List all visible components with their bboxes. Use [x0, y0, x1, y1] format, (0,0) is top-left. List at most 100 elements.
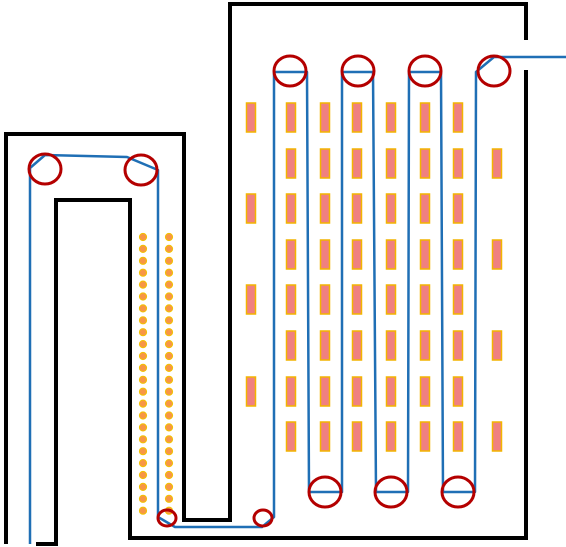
spray-nozzle-icon [164, 494, 174, 503]
spray-nozzle-icon [138, 423, 148, 432]
spray-nozzle-icon [164, 470, 174, 480]
heater-element-icon [319, 284, 331, 315]
spray-nozzle-icon [164, 411, 174, 420]
heater-element-icon [319, 239, 331, 270]
heater-element-icon [491, 421, 503, 452]
spray-nozzle-icon [138, 387, 148, 396]
heater-element-icon [452, 148, 464, 179]
heater-element-icon [351, 330, 363, 361]
spray-nozzle-icon [164, 363, 174, 372]
heater-element-icon [419, 148, 431, 179]
roller-icon [307, 475, 343, 509]
heater-element-icon [385, 421, 397, 452]
roller-icon [340, 54, 376, 88]
spray-nozzle-icon [164, 447, 174, 456]
heater-element-icon [351, 284, 363, 315]
spray-nozzle-icon [164, 292, 174, 301]
spray-nozzle-icon [138, 328, 148, 337]
heater-element-icon [319, 376, 331, 407]
heater-element-icon [245, 376, 257, 407]
heater-element-icon [285, 421, 297, 452]
heater-element-icon [419, 193, 431, 224]
heater-element-icon [385, 330, 397, 361]
heater-element-icon [452, 330, 464, 361]
heater-element-icon [452, 193, 464, 224]
spray-nozzle-icon [164, 328, 174, 337]
spray-nozzle-icon [164, 280, 174, 289]
spray-nozzle-icon [138, 280, 148, 289]
heater-element-icon [285, 330, 297, 361]
heater-element-icon [285, 239, 297, 270]
heater-element-icon [385, 376, 397, 407]
spray-nozzle-icon [164, 375, 174, 384]
spray-nozzle-icon [138, 470, 148, 480]
heater-element-icon [285, 193, 297, 224]
spray-nozzle-icon [164, 316, 174, 325]
spray-nozzle-icon [138, 268, 148, 277]
spray-nozzle-icon [138, 411, 148, 420]
heater-element-icon [419, 239, 431, 270]
heater-element-icon [351, 193, 363, 224]
heater-element-icon [245, 102, 257, 133]
heater-element-icon [491, 330, 503, 361]
spray-nozzle-icon [138, 292, 148, 301]
roller-icon [476, 54, 512, 88]
heater-element-icon [419, 376, 431, 407]
spray-nozzle-icon [138, 316, 148, 325]
roller-icon [252, 508, 274, 528]
spray-nozzle-icon [164, 482, 174, 491]
spray-nozzle-icon [138, 459, 148, 468]
heater-element-icon [385, 148, 397, 179]
heater-element-icon [245, 193, 257, 224]
spray-nozzle-icon [138, 351, 148, 361]
heater-element-icon [452, 239, 464, 270]
spray-nozzle-icon [164, 435, 174, 444]
spray-nozzle-icon [138, 363, 148, 372]
spray-nozzle-icon [138, 399, 148, 408]
heater-element-icon [245, 284, 257, 315]
heater-element-icon [452, 376, 464, 407]
roller-icon [27, 152, 63, 186]
spray-nozzle-icon [138, 506, 148, 515]
furnace-walls [4, 2, 528, 546]
spray-nozzle-icon [164, 244, 174, 253]
heater-element-icon [491, 148, 503, 179]
spray-nozzle-icon [138, 244, 148, 253]
spray-nozzle-icon [164, 459, 174, 468]
spray-nozzle-icon [138, 232, 148, 242]
heater-element-icon [385, 284, 397, 315]
heater-element-icon [319, 193, 331, 224]
heater-element-icon [319, 330, 331, 361]
spray-nozzle-icon [164, 256, 174, 265]
heater-element-icon [491, 239, 503, 270]
heater-element-icon [351, 421, 363, 452]
spray-nozzle-icon [138, 447, 148, 456]
roller-icon [373, 475, 409, 509]
spray-nozzle-icon [164, 351, 174, 361]
roller-icon [272, 54, 308, 88]
spray-nozzle-icon [164, 399, 174, 408]
heater-element-icon [385, 102, 397, 133]
spray-nozzle-icon [138, 375, 148, 384]
heater-element-icon [385, 239, 397, 270]
heater-element-icon [319, 421, 331, 452]
heater-element-icon [285, 148, 297, 179]
spray-nozzle-icon [164, 387, 174, 396]
furnace-wall-outline [4, 2, 528, 546]
roller-icon [123, 153, 159, 187]
roller-icon [156, 508, 178, 528]
spray-nozzle-icon [164, 232, 174, 242]
roller-icon [407, 54, 443, 88]
heater-element-icon [419, 421, 431, 452]
roller-icon [440, 475, 476, 509]
spray-nozzle-icon [164, 304, 174, 313]
heater-element-icon [351, 102, 363, 133]
heater-elements [245, 102, 503, 452]
heater-element-icon [319, 148, 331, 179]
cooling-nozzles [138, 232, 174, 515]
spray-nozzle-icon [138, 435, 148, 444]
heater-element-icon [351, 239, 363, 270]
heater-element-icon [385, 193, 397, 224]
heater-element-icon [452, 421, 464, 452]
